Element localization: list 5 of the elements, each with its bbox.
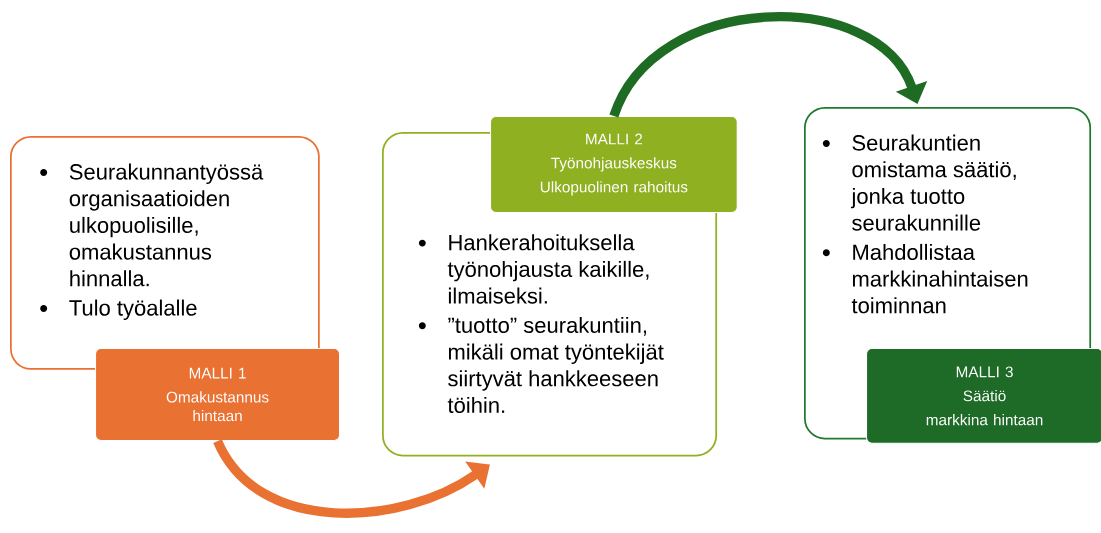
model-label: MALLI 3 Säätiö markkina hintaan: [866, 348, 1101, 444]
curved-arrow: [213, 438, 490, 518]
curved-arrow: [609, 12, 928, 118]
model-label: MALLI 2 Työnohjauskeskus Ulkopuolinen rahoitus: [490, 116, 738, 214]
model-label: MALLI 1 Omakustannus hintaan: [95, 348, 341, 442]
